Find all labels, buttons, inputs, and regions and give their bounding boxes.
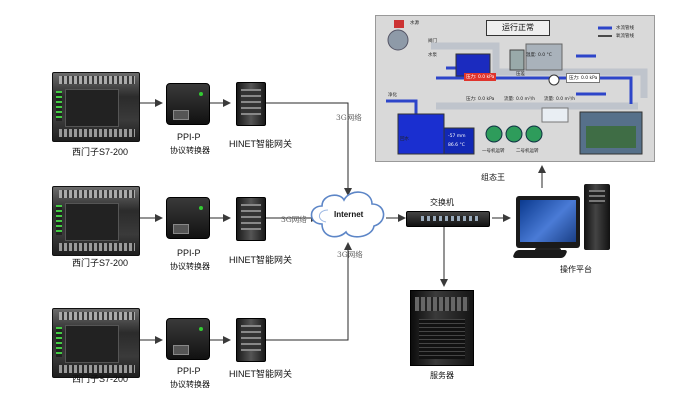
pc-tower-icon	[584, 184, 610, 250]
pressure-gauge-icon	[548, 74, 560, 86]
plc-device-icon	[52, 72, 140, 142]
blower-icon	[387, 29, 409, 51]
scada-caption: 组态王	[481, 173, 505, 182]
legend-water-line: 水流管线	[616, 26, 634, 31]
gateway-device-icon	[236, 82, 266, 126]
converter-label-1-line1: PPI-P	[177, 132, 201, 142]
pump-icon	[525, 125, 543, 143]
tag-tank-temp: 温度: 0.0 °C	[526, 53, 552, 58]
plc-label-2: 西门子S7-200	[72, 258, 129, 268]
gateway-label-3: HINET智能网关	[229, 369, 293, 379]
network-switch-icon	[406, 211, 490, 227]
converter-label-3-line1: PPI-P	[177, 366, 201, 376]
scada-status-title: 运行正常	[486, 20, 550, 36]
plc-device-icon	[52, 308, 140, 378]
server-label: 服务器	[430, 371, 454, 380]
tower-server-icon	[410, 290, 474, 366]
gateway-to-internet-1	[266, 102, 352, 196]
gateway-to-internet-3	[266, 242, 352, 341]
scada-pipework	[386, 20, 648, 155]
workstation-label: 操作平台	[560, 265, 592, 274]
plc-label-1: 西门子S7-200	[72, 147, 129, 157]
tag-valve: 阀门	[428, 39, 437, 44]
tag-pump: 水泵	[428, 53, 437, 58]
plc-label-3: 西门子S7-200	[72, 374, 129, 384]
gateway-label-2: HINET智能网关	[229, 255, 293, 265]
tag-tank-low: -57 mm	[448, 134, 466, 139]
link-3g-label-3: 3G网络	[337, 250, 363, 259]
link-3g-label-2: 3G网络	[281, 215, 307, 224]
tag-running-1: 一号机运转	[482, 149, 505, 154]
tag-running-2: 二号机运转	[516, 149, 539, 154]
converter-label-2-line1: PPI-P	[177, 248, 201, 258]
converter-label-1-line2: 协议转换器	[170, 146, 210, 155]
protocol-converter-icon	[166, 318, 210, 360]
gateway-device-icon	[236, 197, 266, 241]
pump-icon	[505, 125, 523, 143]
tag-station-left: 净化	[388, 93, 397, 98]
tag-pressure-alarm: 压力: 0.0 kPa	[464, 73, 497, 81]
legend-oxygen-line: 氧流管线	[616, 34, 634, 39]
protocol-converter-icon	[166, 197, 210, 239]
lower-tank-right	[443, 127, 475, 155]
tag-return-valve: 回水	[400, 137, 409, 142]
tag-flow-1: 流量: 0.0 m³/h	[504, 97, 536, 102]
internet-cloud-icon	[310, 191, 385, 238]
gateway-device-icon	[236, 318, 266, 362]
desktop-computer-icon	[516, 196, 580, 248]
scada-screen: 运行正常 水流管线 氧流管线 水源 阀门 水泵 温度: 0.0 °C 压力: 0…	[375, 15, 655, 162]
pump-icon	[485, 125, 503, 143]
lower-tank-left	[397, 113, 445, 155]
tag-water-source: 水源	[410, 21, 419, 26]
link-3g-label-1: 3G网络	[336, 113, 362, 122]
keyboard-icon	[512, 250, 568, 258]
gateway-label-1: HINET智能网关	[229, 139, 293, 149]
protocol-converter-icon	[166, 83, 210, 125]
tag-flow-2: 流量: 0.0 m³/h	[544, 97, 576, 102]
valve-handle-icon	[394, 20, 404, 28]
plc-device-icon	[52, 186, 140, 256]
tag-pressure-2: 压力: 0.0 kPa	[566, 73, 601, 83]
converter-label-2-line2: 协议转换器	[170, 262, 210, 271]
internet-label: Internet	[334, 210, 364, 219]
switch-label: 交换机	[430, 198, 454, 207]
tag-tank-high: 86.6 °C	[448, 143, 465, 148]
tag-gauge: 压差	[516, 72, 525, 77]
tag-pressure-1: 压力: 0.0 kPa	[466, 97, 495, 102]
converter-label-3-line2: 协议转换器	[170, 380, 210, 389]
